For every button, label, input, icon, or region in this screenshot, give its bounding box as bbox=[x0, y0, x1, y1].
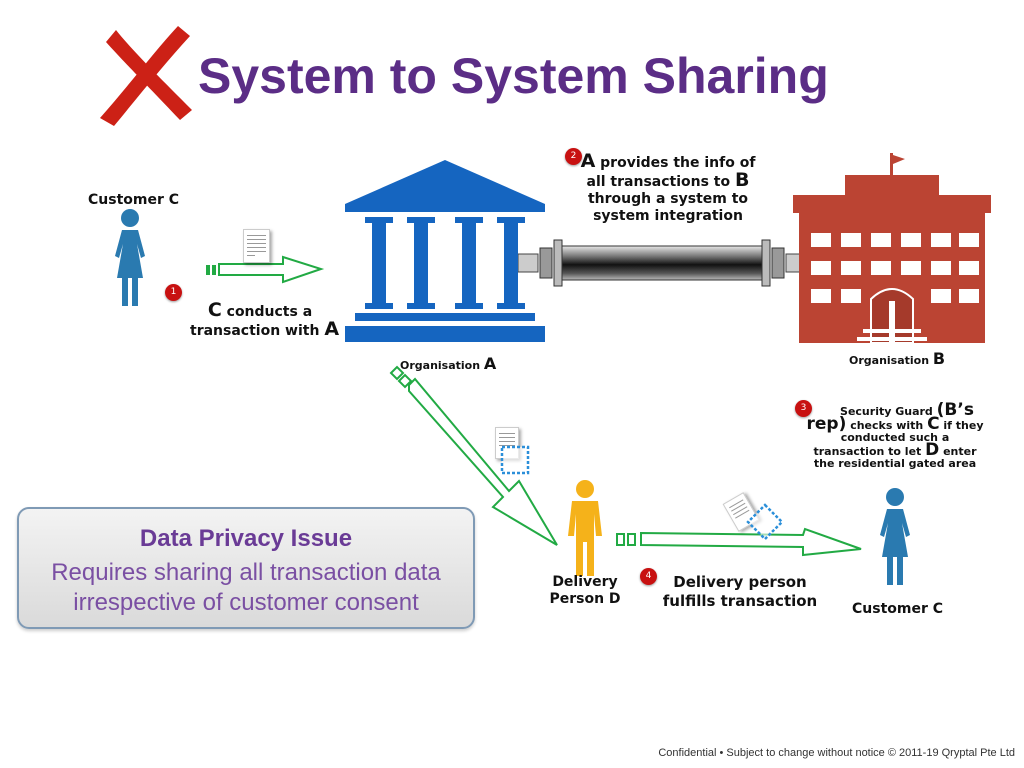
arrow-delivery-to-customer bbox=[616, 527, 862, 557]
delivery-person-label: Delivery Person D bbox=[549, 574, 621, 607]
privacy-title: Data Privacy Issue bbox=[139, 525, 353, 552]
data-packet-icon bbox=[746, 503, 784, 541]
data-privacy-box: Data Privacy Issue Requires sharing all … bbox=[17, 507, 475, 629]
person-icon bbox=[880, 488, 910, 585]
arrow-c-to-a bbox=[206, 255, 325, 284]
arrow-a-to-delivery bbox=[389, 365, 558, 546]
step-3-label: Security Guard (B’s rep) checks with C i… bbox=[806, 400, 984, 470]
step-2-label: A provides the info of all transactions … bbox=[580, 150, 756, 225]
data-packet-icon bbox=[500, 445, 530, 475]
step-4-badge: 4 bbox=[640, 568, 657, 585]
privacy-line-1: Requires sharing all transaction data bbox=[51, 559, 441, 586]
slide-title: System to System Sharing bbox=[198, 48, 829, 104]
step-2-badge: 2 bbox=[565, 148, 582, 165]
customer-c-top-label: Customer C bbox=[88, 192, 180, 208]
pipe-icon bbox=[518, 239, 807, 287]
bank-icon bbox=[345, 160, 545, 342]
customer-c-bottom-label: Customer C bbox=[852, 601, 944, 617]
cross-icon bbox=[100, 26, 192, 126]
organisation-a-label: Organisation A bbox=[400, 354, 497, 373]
privacy-line-2: irrespective of customer consent bbox=[73, 589, 419, 616]
school-building-icon bbox=[793, 153, 991, 343]
step-1-label: C conducts a transaction with A bbox=[190, 299, 340, 340]
person-icon bbox=[115, 209, 145, 306]
footer: Confidential • Subject to change without… bbox=[658, 747, 1015, 759]
document-icon bbox=[243, 229, 270, 263]
step-3-badge: 3 bbox=[795, 400, 812, 417]
organisation-b-label: Organisation B bbox=[849, 349, 946, 368]
delivery-person-icon bbox=[568, 480, 602, 576]
step-4-label: Delivery person fulfills transaction bbox=[662, 573, 818, 610]
step-1-badge: 1 bbox=[165, 284, 182, 301]
